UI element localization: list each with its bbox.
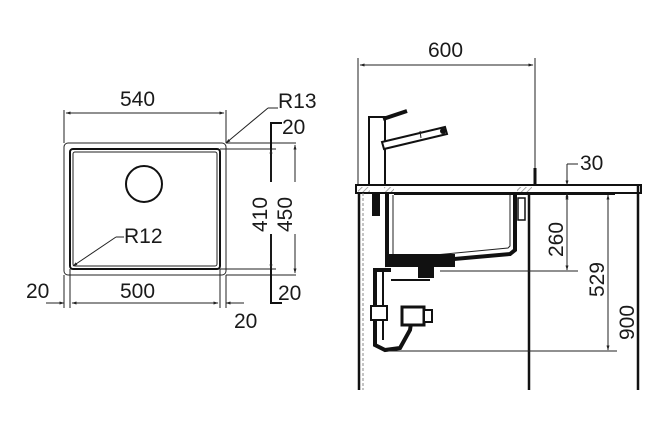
dim-r12-label: R12 xyxy=(124,225,163,248)
drain-hole-icon xyxy=(125,165,163,203)
worktop xyxy=(355,184,642,194)
dim-410-label: 410 xyxy=(249,197,272,232)
dim-450-label: 450 xyxy=(274,197,297,232)
dim-900-label: 900 xyxy=(616,305,639,340)
side-view: 600 xyxy=(355,39,642,390)
drain-trap-icon xyxy=(370,254,455,353)
dim-r13-label: R13 xyxy=(278,90,317,113)
dim-top-rim-label: 20 xyxy=(282,116,305,139)
dim-30-label: 30 xyxy=(580,152,603,175)
dim-right-rim-label: 20 xyxy=(234,310,257,333)
dim-bottom-rim-label: 20 xyxy=(278,282,301,305)
dim-left-rim-label: 20 xyxy=(26,280,49,303)
dim-529-label: 529 xyxy=(586,262,609,297)
dim-600-label: 600 xyxy=(428,39,463,62)
sink-bowl-section xyxy=(372,193,526,268)
faucet-icon xyxy=(368,109,449,185)
sink-outer-outline xyxy=(63,142,227,276)
sink-inner-bowl xyxy=(69,148,221,270)
dim-260-label: 260 xyxy=(545,222,568,257)
dim-540-label: 540 xyxy=(120,88,155,111)
plan-view: 540 R13 R12 20 500 20 410 450 20 20 xyxy=(26,88,317,333)
dim-500-label: 500 xyxy=(120,280,155,303)
